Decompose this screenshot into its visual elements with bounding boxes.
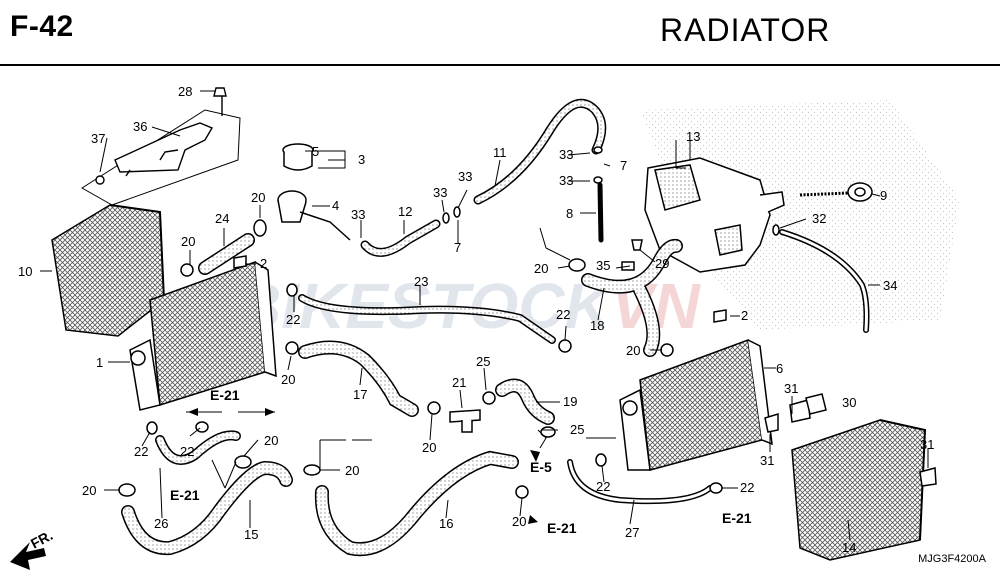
ref-e21-c: E-21 (547, 520, 577, 536)
page-title: RADIATOR (660, 12, 831, 48)
radiator-left (129, 260, 277, 411)
part-22-d: 22 (596, 479, 610, 494)
part-33-b: 33 (433, 185, 447, 200)
speckle-shading (640, 100, 960, 330)
part-25-b: 25 (570, 422, 584, 437)
t-joint (449, 409, 481, 433)
part-22-c: 22 (740, 480, 754, 495)
part-9: 9 (880, 188, 887, 203)
ref-e5: E-5 (530, 459, 552, 475)
part-34: 34 (883, 278, 897, 293)
part-12: 12 (398, 204, 412, 219)
part-20-h: 20 (345, 463, 359, 478)
ref-e21-a: E-21 (210, 387, 240, 403)
part-22-b: 22 (556, 307, 570, 322)
bracket-assembly (81, 87, 241, 206)
part-19: 19 (563, 394, 577, 409)
radiator-side-cover-left (51, 204, 165, 337)
radiator-right (619, 338, 773, 471)
part-20-g: 20 (512, 514, 526, 529)
leader-lines (40, 90, 929, 541)
part-17: 17 (353, 387, 367, 402)
part-number-labels: 28 36 37 10 1 5 3 4 24 20 20 2 22 20 33 … (18, 84, 934, 555)
ref-e21-b: E-21 (170, 487, 200, 503)
part-24: 24 (215, 211, 229, 226)
part-30: 30 (842, 395, 856, 410)
part-33-c: 33 (458, 169, 472, 184)
part-8: 8 (566, 206, 573, 221)
page-code: F-42 (10, 10, 74, 43)
part-20-c: 20 (281, 372, 295, 387)
part-33-d: 33 (559, 147, 573, 162)
part-18: 18 (590, 318, 604, 333)
part-25-a: 25 (476, 354, 490, 369)
part-32: 32 (812, 211, 826, 226)
part-22-e: 22 (134, 444, 148, 459)
part-36: 36 (133, 119, 147, 134)
hose-clamps (118, 146, 780, 499)
part-2-b: 2 (741, 308, 748, 323)
part-31-b: 31 (760, 453, 774, 468)
tank-cap (799, 182, 873, 202)
part-31-a: 31 (784, 381, 798, 396)
mount-brackets (233, 239, 937, 487)
header-divider (0, 64, 1000, 66)
hoses (121, 98, 870, 557)
reference-arrows (188, 408, 540, 524)
part-16: 16 (439, 516, 453, 531)
radiator-cap (277, 143, 351, 241)
part-20-b: 20 (181, 234, 195, 249)
part-20-f: 20 (626, 343, 640, 358)
part-7-b: 7 (620, 158, 627, 173)
part-23: 23 (414, 274, 428, 289)
part-26: 26 (154, 516, 168, 531)
part-4: 4 (332, 198, 339, 213)
part-5: 5 (312, 144, 319, 159)
part-33-a: 33 (351, 207, 365, 222)
part-15: 15 (244, 527, 258, 542)
part-22-a: 22 (286, 312, 300, 327)
front-direction-arrow: FR. (10, 527, 55, 570)
front-arrow-label: FR. (28, 527, 55, 552)
part-28: 28 (178, 84, 192, 99)
part-20-e: 20 (534, 261, 548, 276)
part-20-a: 20 (251, 190, 265, 205)
part-31-c: 31 (920, 437, 934, 452)
part-29: 29 (655, 256, 669, 271)
part-11: 11 (493, 145, 507, 160)
part-6: 6 (776, 361, 783, 376)
part-20-j: 20 (264, 433, 278, 448)
ref-e21-d: E-21 (722, 510, 752, 526)
part-20-d: 20 (422, 440, 436, 455)
part-33-e: 33 (559, 173, 573, 188)
part-1: 1 (96, 355, 103, 370)
drawing-code: MJG3F4200A (918, 553, 986, 565)
part-35: 35 (596, 258, 610, 273)
part-3: 3 (358, 152, 365, 167)
radiator-side-cover-right (791, 419, 927, 561)
part-37: 37 (91, 131, 105, 146)
radiator-exploded-diagram: BIKESTOCKVN (10, 84, 960, 570)
part-13: 13 (686, 129, 700, 144)
part-22-f: 22 (180, 444, 194, 459)
part-7-a: 7 (454, 240, 461, 255)
part-2-a: 2 (260, 256, 267, 271)
part-20-i: 20 (82, 483, 96, 498)
part-21: 21 (452, 375, 466, 390)
part-27: 27 (625, 525, 639, 540)
part-14: 14 (842, 540, 856, 555)
part-10: 10 (18, 264, 32, 279)
